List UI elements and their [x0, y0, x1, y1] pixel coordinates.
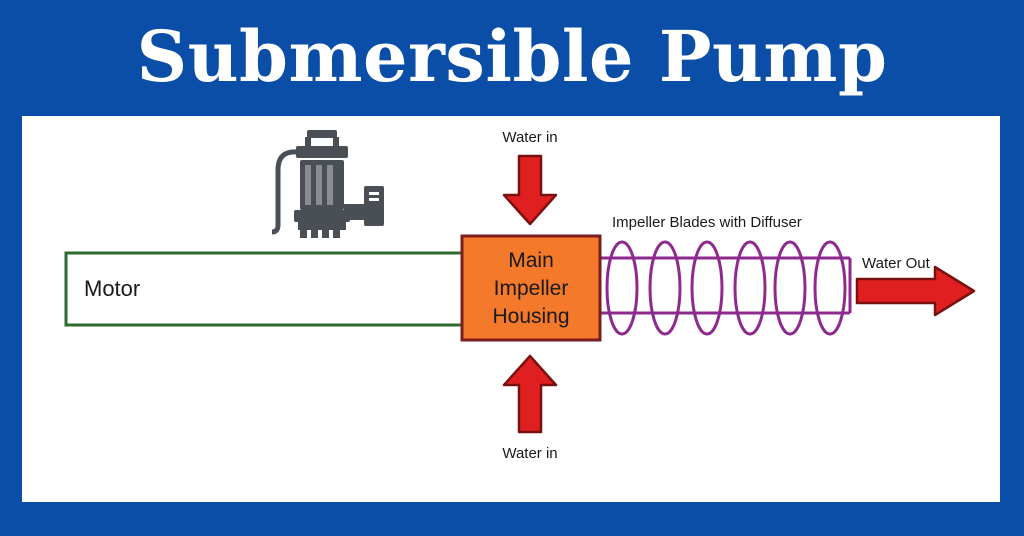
- water-out-label: Water Out: [862, 255, 931, 272]
- housing-label-line2: Impeller: [494, 277, 569, 300]
- housing-label-line3: Housing: [492, 305, 569, 328]
- motor-label: Motor: [84, 276, 140, 301]
- submersible-pump-icon: [271, 130, 384, 238]
- impeller-coils: [600, 240, 852, 336]
- housing-label-line1: Main: [508, 249, 554, 272]
- impeller-housing: [460, 234, 602, 342]
- water-in-top-label: Water in: [502, 129, 557, 146]
- water-in-top-arrow: [502, 154, 558, 226]
- water-out-arrow: [855, 265, 976, 317]
- water-in-bottom-arrow: [502, 354, 558, 434]
- impeller-blades-label: Impeller Blades with Diffuser: [612, 214, 802, 231]
- page-title: Submersible Pump: [136, 15, 888, 98]
- motor-box: [64, 251, 464, 327]
- water-in-bottom-label: Water in: [502, 445, 557, 462]
